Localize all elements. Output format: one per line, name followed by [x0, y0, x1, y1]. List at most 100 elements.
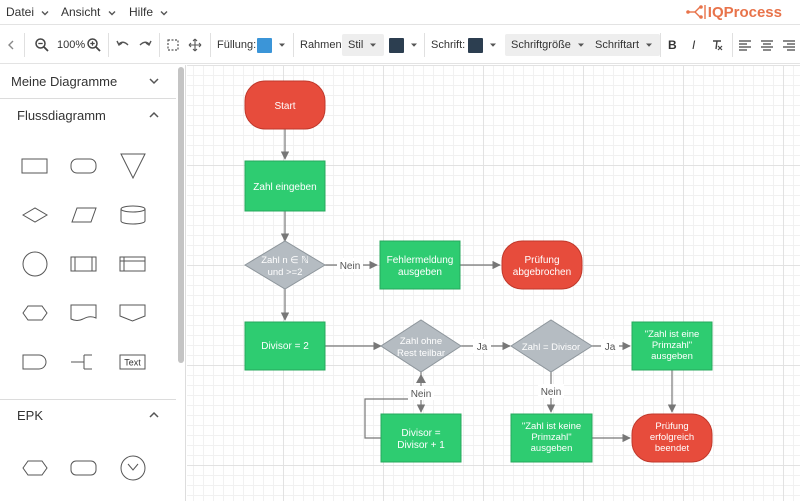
- align-right-button[interactable]: [782, 25, 796, 65]
- fill-color-picker[interactable]: [257, 25, 287, 65]
- svg-text:Zahl ohne: Zahl ohne: [400, 336, 442, 347]
- menu-ansicht-label: Ansicht: [61, 5, 101, 19]
- border-label: Rahmen:: [300, 39, 345, 51]
- delay-shape-icon: [22, 354, 47, 370]
- sidebar-scrollbar[interactable]: [178, 67, 184, 363]
- node-success[interactable]: Prüfung erfolgreich beendet: [631, 413, 713, 463]
- node-start[interactable]: Start: [244, 80, 326, 130]
- align-right-icon: [783, 40, 795, 51]
- shape-decision[interactable]: [15, 198, 55, 232]
- svg-text:ausgeben: ausgeben: [651, 351, 693, 362]
- section-my-diagrams[interactable]: Meine Diagramme: [0, 65, 176, 97]
- font-color-swatch: [468, 37, 483, 53]
- bold-button[interactable]: B: [668, 38, 677, 52]
- shape-epk-function[interactable]: [15, 451, 55, 485]
- shape-internal-storage[interactable]: [113, 247, 153, 281]
- zoom-in-button[interactable]: [86, 25, 102, 65]
- select-tool-button[interactable]: [166, 25, 180, 65]
- svg-text:Divisor = 2: Divisor = 2: [261, 341, 309, 352]
- menu-bar: Datei Ansicht Hilfe IQProcess: [0, 0, 800, 24]
- shape-preparation[interactable]: [15, 296, 55, 330]
- svg-text:"Zahl ist keine: "Zahl ist keine: [522, 421, 581, 432]
- redo-button[interactable]: [137, 25, 153, 65]
- svg-text:Prüfung: Prüfung: [524, 255, 559, 266]
- node-increment-divisor[interactable]: Divisor = Divisor + 1: [380, 413, 462, 463]
- chevron-down-icon: [160, 10, 168, 16]
- section-epk-label: EPK: [17, 407, 44, 423]
- font-type-dropdown[interactable]: Schriftart: [589, 25, 661, 65]
- pan-tool-button[interactable]: [188, 25, 202, 65]
- node-error-output[interactable]: Fehlermeldung ausgeben: [379, 240, 461, 290]
- shape-connector[interactable]: [15, 247, 55, 281]
- internal-storage-shape-icon: [119, 256, 146, 272]
- menu-hilfe[interactable]: Hilfe: [129, 0, 169, 24]
- shape-epk-event[interactable]: [64, 451, 104, 485]
- node-decision-equals-divisor[interactable]: Zahl = Divisor: [510, 319, 593, 373]
- caret-down-icon: [370, 43, 377, 47]
- shape-document[interactable]: [64, 296, 104, 330]
- svg-text:erfolgreich: erfolgreich: [650, 432, 694, 443]
- process-logo-icon: [685, 5, 706, 19]
- collapse-sidebar-button[interactable]: [6, 25, 16, 65]
- shape-terminal[interactable]: [64, 149, 104, 183]
- chevron-down-icon: [41, 10, 49, 16]
- chevron-up-icon: [149, 111, 159, 118]
- parallelogram-shape-icon: [71, 207, 97, 223]
- font-size-dropdown[interactable]: Schriftgröße: [505, 25, 592, 65]
- svg-text:Divisor + 1: Divisor + 1: [397, 440, 445, 451]
- svg-text:Zahl eingeben: Zahl eingeben: [253, 182, 316, 193]
- align-center-button[interactable]: [760, 25, 774, 65]
- menu-ansicht[interactable]: Ansicht: [61, 0, 117, 24]
- align-center-icon: [761, 40, 773, 51]
- node-is-prime[interactable]: "Zahl ist eine Primzahl" ausgeben: [631, 321, 713, 371]
- shape-annotation[interactable]: [64, 345, 104, 379]
- undo-button[interactable]: [115, 25, 131, 65]
- shape-library-sidebar: Meine Diagramme Flussdiagramm: [0, 65, 186, 501]
- align-left-button[interactable]: [738, 25, 752, 65]
- shape-process[interactable]: [15, 149, 55, 183]
- font-color-picker[interactable]: [468, 25, 498, 65]
- section-flowchart[interactable]: Flussdiagramm: [0, 99, 176, 131]
- edge-label-no-2: Nein: [411, 389, 432, 400]
- svg-text:Start: Start: [274, 101, 295, 112]
- clear-format-button[interactable]: [710, 25, 724, 65]
- offpage-connector-shape-icon: [119, 304, 146, 322]
- hexagon-shape-icon: [22, 305, 48, 321]
- shape-database[interactable]: [113, 198, 153, 232]
- fill-color-swatch: [257, 37, 272, 53]
- border-style-dropdown[interactable]: Stil: [342, 25, 385, 65]
- node-not-prime[interactable]: "Zahl ist keine Primzahl" ausgeben: [510, 413, 593, 463]
- svg-text:Zahl = Divisor: Zahl = Divisor: [522, 342, 580, 353]
- node-decision-divisible[interactable]: Zahl ohne Rest teilbar: [380, 319, 462, 373]
- section-epk[interactable]: EPK: [0, 399, 176, 431]
- svg-text:Divisor =: Divisor =: [401, 428, 440, 439]
- shape-offpage[interactable]: [113, 296, 153, 330]
- shape-merge[interactable]: [113, 149, 153, 183]
- section-my-diagrams-label: Meine Diagramme: [11, 73, 118, 89]
- shape-text[interactable]: Text: [113, 345, 153, 379]
- node-input[interactable]: Zahl eingeben: [244, 160, 326, 212]
- border-color-picker[interactable]: [389, 25, 419, 65]
- rectangle-shape-icon: [21, 158, 48, 174]
- shape-delay[interactable]: [15, 345, 55, 379]
- diagram-canvas[interactable]: Nein Ja Ja Nein Nein Start Zahl eingeben…: [187, 65, 800, 501]
- node-divisor-init[interactable]: Divisor = 2: [244, 321, 326, 371]
- chevron-left-icon: [8, 40, 14, 50]
- node-aborted[interactable]: Prüfung abgebrochen: [501, 240, 583, 290]
- caret-down-icon: [577, 43, 584, 47]
- shape-predefined-process[interactable]: [64, 247, 104, 281]
- menu-datei[interactable]: Datei: [6, 0, 50, 24]
- shape-data[interactable]: [64, 198, 104, 232]
- font-label: Schrift:: [431, 39, 466, 51]
- edge-label-yes-1: Ja: [477, 342, 488, 353]
- edge-label-no-3: Nein: [541, 387, 562, 398]
- xor-operator-shape-icon: [120, 455, 146, 481]
- menu-hilfe-label: Hilfe: [129, 5, 154, 19]
- brand-name: IQProcess: [707, 3, 782, 21]
- zoom-out-button[interactable]: [34, 25, 50, 65]
- italic-button[interactable]: I: [692, 38, 696, 52]
- node-decision-natural[interactable]: Zahl n ∈ ℕ und >=2: [244, 240, 326, 290]
- shape-epk-operator[interactable]: [113, 451, 153, 485]
- align-left-icon: [739, 40, 751, 51]
- text-shape-icon: Text: [119, 354, 146, 370]
